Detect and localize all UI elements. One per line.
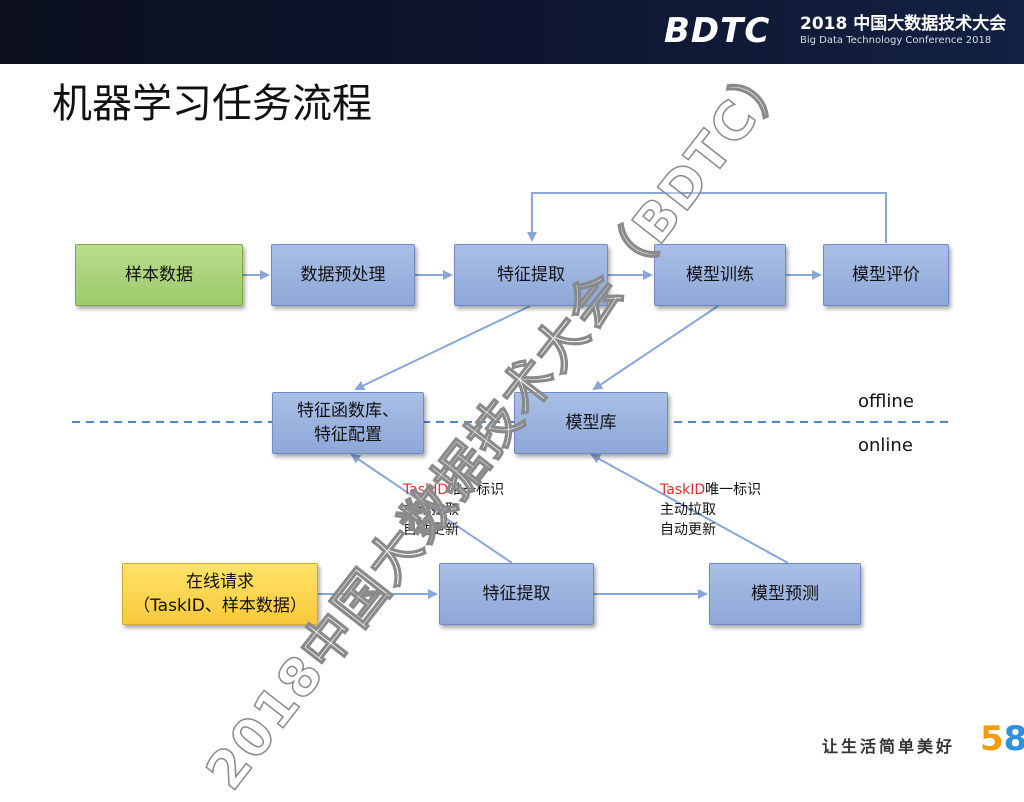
node-preprocess-label: 数据预处理 xyxy=(300,265,386,285)
node-model-library: 模型库 xyxy=(514,392,668,454)
conference-name: 2018 中国大数据技术大会 xyxy=(800,14,1007,34)
note-left-line3: 自动更新 xyxy=(403,522,459,538)
node-online-request: 在线请求 （TaskID、样本数据） xyxy=(122,563,318,625)
conference-name-en: Big Data Technology Conference 2018 xyxy=(800,35,992,46)
header-banner: BDTC 2018 中国大数据技术大会 Big Data Technology … xyxy=(0,0,1024,64)
label-online: online xyxy=(858,435,913,456)
node-model-train: 模型训练 xyxy=(654,244,786,306)
arrow-online-feature-pull xyxy=(350,453,513,564)
note-right-line1-rest: 唯一标识 xyxy=(705,482,762,498)
58-logo-digit-8: 8 xyxy=(1003,719,1024,759)
node-model-eval: 模型评价 xyxy=(823,244,949,306)
footer-slogan: 让生活简单美好 xyxy=(822,737,956,756)
node-sample-data-label: 样本数据 xyxy=(125,265,193,285)
note-right-line1: TaskID唯一标识 xyxy=(660,480,761,500)
node-feature-extract-online: 特征提取 xyxy=(439,563,594,625)
node-model-eval-label: 模型评价 xyxy=(852,265,920,285)
label-offline: offline xyxy=(858,391,914,412)
node-model-library-label: 模型库 xyxy=(565,413,617,433)
flow-arrows xyxy=(72,192,950,599)
note-left-taskid: TaskID xyxy=(403,482,449,498)
arrow-eval-feedback xyxy=(527,192,887,243)
page-title: 机器学习任务流程 xyxy=(52,81,372,127)
note-left-line1: TaskID唯一标识 xyxy=(403,480,504,500)
arrow-train-to-modellib xyxy=(592,305,719,391)
node-preprocess: 数据预处理 xyxy=(271,244,415,306)
node-sample-data: 样本数据 xyxy=(75,244,243,306)
node-feature-library: 特征函数库、 特征配置 xyxy=(272,392,424,454)
node-feature-library-line2: 特征配置 xyxy=(314,425,382,445)
node-feature-extract-online-label: 特征提取 xyxy=(482,584,551,604)
arrow-feature-to-lib xyxy=(354,305,531,391)
note-right: TaskID唯一标识 主动拉取 自动更新 xyxy=(660,480,761,540)
note-right-taskid: TaskID xyxy=(660,482,706,498)
note-right-line2: 主动拉取 xyxy=(660,502,716,518)
58-logo: 58 xyxy=(980,720,1024,758)
node-online-request-line2: （TaskID、样本数据） xyxy=(133,596,307,616)
node-online-request-line1: 在线请求 xyxy=(186,572,254,592)
note-left-line1-rest: 唯一标识 xyxy=(448,482,505,498)
arrow-predict-pull xyxy=(590,454,789,564)
node-feature-library-line1: 特征函数库、 xyxy=(297,401,399,421)
note-left-line2: 主动拉取 xyxy=(403,502,459,518)
note-left: TaskID唯一标识 主动拉取 自动更新 xyxy=(403,480,504,540)
node-model-predict: 模型预测 xyxy=(709,563,861,625)
node-model-train-label: 模型训练 xyxy=(686,265,754,285)
bdtc-logo: BDTC xyxy=(664,11,771,51)
node-feature-extract-offline: 特征提取 xyxy=(454,244,608,306)
node-model-predict-label: 模型预测 xyxy=(751,584,819,604)
node-feature-extract-offline-label: 特征提取 xyxy=(497,265,565,285)
58-logo-digit-5: 5 xyxy=(980,719,1004,759)
note-right-line3: 自动更新 xyxy=(660,522,716,538)
